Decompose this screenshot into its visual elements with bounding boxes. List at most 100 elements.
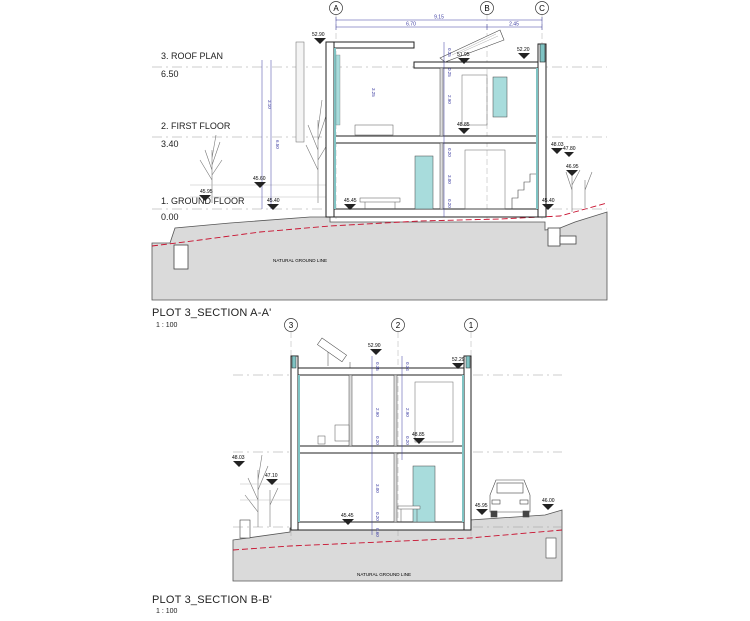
svg-text:48.03: 48.03 bbox=[232, 455, 245, 461]
svg-text:51.95: 51.95 bbox=[457, 52, 470, 58]
svg-text:47.80: 47.80 bbox=[563, 146, 576, 152]
svg-text:B: B bbox=[484, 4, 489, 13]
section-a-title: PLOT 3_SECTION A-A' bbox=[152, 307, 272, 319]
elev-a-3: 52.20 bbox=[517, 47, 530, 59]
elev-b-1: 52.90 bbox=[368, 343, 382, 355]
foundation-a-3 bbox=[559, 235, 577, 245]
natural-ground-line-b bbox=[232, 529, 563, 551]
svg-text:3: 3 bbox=[289, 321, 294, 330]
elev-a-7: 46.95 bbox=[566, 164, 579, 176]
elev-b-6: 45.45 bbox=[341, 513, 354, 525]
elev-a-10: 45.40 bbox=[267, 198, 280, 210]
dim-vert-b-4: 2.90 bbox=[405, 408, 410, 417]
solar-panel-b bbox=[317, 337, 351, 368]
dim-vert-b-6: 0.20 bbox=[405, 436, 410, 445]
tree-left-a bbox=[199, 134, 223, 203]
svg-text:1: 1 bbox=[469, 321, 474, 330]
dim-span-ab: 6.70 bbox=[406, 22, 416, 28]
elev-a-5: 48.03 bbox=[551, 142, 564, 154]
level-first-value: 3.40 bbox=[161, 139, 179, 149]
top-dimensions-a bbox=[335, 17, 543, 30]
shrubs-right-a bbox=[565, 169, 593, 212]
natural-ground-line-a bbox=[151, 202, 608, 247]
elev-b-7: 45.95 bbox=[475, 503, 488, 515]
elev-a-1: 52.90 bbox=[312, 32, 326, 44]
dim-vert-b-7: 3.00 bbox=[375, 484, 380, 493]
svg-text:45.45: 45.45 bbox=[344, 198, 357, 204]
ground-mass-b bbox=[232, 509, 563, 582]
dim-vert-b-5: 0.20 bbox=[375, 436, 380, 445]
elev-a-8: 45.95 bbox=[199, 189, 213, 201]
dim-vert-b-1: 0.35 bbox=[375, 362, 380, 371]
level-ground-name: 1. GROUND FLOOR bbox=[161, 196, 245, 206]
dim-vert-a-2: 6.50 bbox=[275, 140, 280, 149]
foundation-a-2 bbox=[547, 227, 561, 247]
section-a-scale: 1 : 100 bbox=[156, 322, 178, 329]
elevation-markers-b: 52.90 52.29 48.85 48.03 47.10 45.45 45.9… bbox=[232, 343, 555, 525]
dim-vert-a-8: 3.00 bbox=[447, 175, 452, 184]
foundation-b-2 bbox=[545, 537, 557, 559]
svg-text:52.29: 52.29 bbox=[452, 357, 465, 363]
chimney-a bbox=[295, 41, 305, 143]
svg-text:45.40: 45.40 bbox=[267, 198, 280, 204]
elev-b-8: 46.00 bbox=[542, 498, 555, 510]
elev-a-6: 47.80 bbox=[563, 146, 576, 157]
svg-text:2: 2 bbox=[396, 321, 401, 330]
foundation-b-1 bbox=[239, 519, 251, 539]
svg-text:52.90: 52.90 bbox=[312, 32, 325, 38]
svg-text:48.03: 48.03 bbox=[551, 142, 564, 148]
elev-b-2: 52.29 bbox=[452, 357, 465, 369]
ground-mass-a bbox=[151, 211, 608, 301]
dim-vert-a-6: 0.25 bbox=[447, 68, 452, 77]
dim-vert-b-8: 0.20 bbox=[375, 512, 380, 521]
foundation-a-1 bbox=[173, 244, 189, 270]
elev-a-4: 48.85 bbox=[457, 122, 470, 134]
building-b bbox=[290, 355, 472, 531]
dim-vert-a-1: 3.10 bbox=[267, 100, 272, 109]
svg-text:45.45: 45.45 bbox=[341, 513, 354, 519]
elevation-markers-a: 52.90 51.95 52.20 48.85 48.03 47.80 46.9… bbox=[199, 32, 579, 210]
tree-right-a bbox=[305, 99, 331, 203]
svg-text:46.95: 46.95 bbox=[566, 164, 579, 170]
building-a bbox=[325, 29, 547, 218]
svg-text:48.85: 48.85 bbox=[457, 122, 470, 128]
level-first-name: 2. FIRST FLOOR bbox=[161, 121, 231, 131]
dim-vert-a-4: 2.90 bbox=[447, 95, 452, 104]
svg-text:52.90: 52.90 bbox=[368, 343, 381, 349]
svg-text:46.00: 46.00 bbox=[542, 498, 555, 504]
elev-b-4: 48.03 bbox=[232, 455, 245, 467]
svg-text:48.85: 48.85 bbox=[412, 432, 425, 438]
svg-text:45.40: 45.40 bbox=[542, 198, 555, 204]
dim-overall-a: 9.15 bbox=[434, 15, 444, 21]
svg-text:45.60: 45.60 bbox=[253, 176, 266, 182]
elev-a-12: 45.40 bbox=[542, 198, 555, 210]
elev-b-3: 48.85 bbox=[412, 432, 425, 444]
dim-vert-a-7: 0.20 bbox=[447, 148, 452, 157]
level-ground-value: 0.00 bbox=[161, 212, 179, 222]
dim-vert-b-2: 0.34 bbox=[405, 362, 410, 371]
svg-text:47.10: 47.10 bbox=[265, 473, 278, 479]
section-b: NATURAL GROUND LINE 3 2 1 bbox=[232, 318, 563, 582]
level-roof-value: 6.50 bbox=[161, 69, 179, 79]
dim-vert-b-9: 0.60 bbox=[375, 528, 380, 537]
natural-ground-label-a: NATURAL GROUND LINE bbox=[273, 258, 327, 263]
svg-text:C: C bbox=[539, 4, 545, 13]
elev-a-2: 51.95 bbox=[457, 52, 470, 64]
elev-a-9: 45.60 bbox=[253, 176, 266, 188]
svg-text:A: A bbox=[333, 4, 339, 13]
grid-axis-2: 2 bbox=[391, 318, 405, 540]
section-a: NATURAL GROUND LINE A B C 9. bbox=[151, 1, 608, 301]
dim-vert-a-5: 0.35 bbox=[447, 48, 452, 57]
dim-vert-b-3: 2.90 bbox=[375, 408, 380, 417]
car-b bbox=[489, 479, 531, 518]
elev-a-11: 45.45 bbox=[344, 198, 357, 210]
level-roof-name: 3. ROOF PLAN bbox=[161, 51, 224, 61]
section-b-scale: 1 : 100 bbox=[156, 608, 178, 615]
svg-text:45.95: 45.95 bbox=[200, 189, 213, 195]
svg-text:45.95: 45.95 bbox=[475, 503, 488, 509]
dim-vert-a-9: 0.20 bbox=[447, 199, 452, 208]
fence-b bbox=[240, 483, 290, 501]
natural-ground-label-b: NATURAL GROUND LINE bbox=[357, 572, 411, 577]
dim-span-bc: 2.45 bbox=[509, 22, 519, 28]
